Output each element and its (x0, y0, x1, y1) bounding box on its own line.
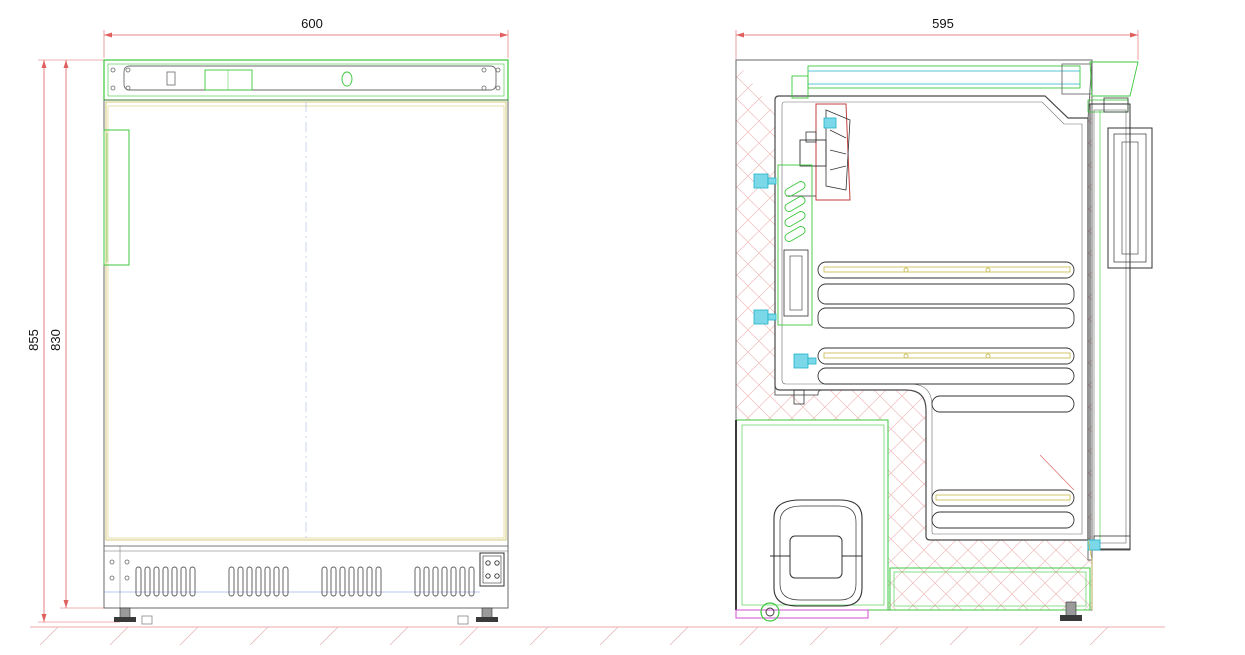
control-panel (103, 59, 509, 101)
side-depth-dimension: 595 (735, 16, 1139, 60)
inner-cavity (774, 95, 1089, 541)
shelves (817, 261, 1075, 529)
side-door-handle (1107, 127, 1153, 269)
service-ducts (753, 164, 817, 405)
side-depth-label: 595 (932, 16, 954, 31)
floor-line (30, 626, 1165, 646)
front-door (103, 99, 508, 541)
front-view: 600 855 830 (26, 16, 509, 625)
display-window (204, 69, 253, 91)
bottom-hinge (479, 552, 505, 587)
evaporator-fan (786, 103, 851, 201)
door-handle (103, 129, 130, 266)
compressor (770, 499, 863, 607)
side-view: 595 (735, 16, 1153, 622)
total-height-label: 855 (26, 329, 41, 351)
vent-grille (103, 545, 509, 609)
side-base (735, 601, 1082, 622)
front-height-dimensions: 855 830 (26, 59, 120, 623)
switch-slot (166, 71, 176, 86)
side-door (1087, 97, 1153, 551)
front-feet (114, 607, 498, 625)
front-width-dimension: 600 (103, 16, 509, 58)
front-width-label: 600 (301, 16, 323, 31)
lock-knob (341, 71, 353, 87)
top-channel (791, 61, 1139, 99)
body-height-label: 830 (48, 329, 63, 351)
